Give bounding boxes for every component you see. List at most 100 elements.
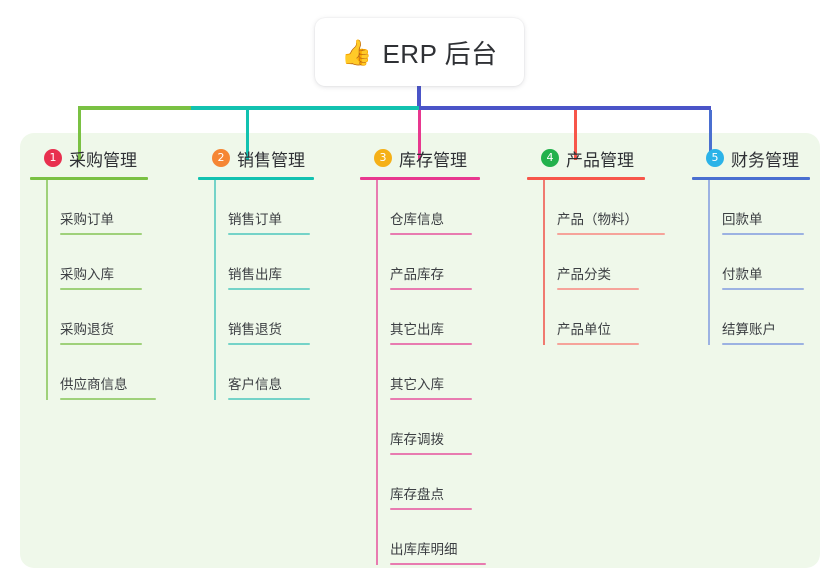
leaf-rule <box>390 453 472 455</box>
leaf-rule <box>228 233 310 235</box>
rail-blue <box>419 106 711 110</box>
leaf-rule <box>557 288 639 290</box>
leaf-label: 出库库明细 <box>390 542 458 557</box>
leaf-list-4: 产品（物料） 产品分类产品单位 <box>527 180 687 345</box>
leaf-rule <box>60 288 142 290</box>
leaf-rule <box>60 233 142 235</box>
leaf-item[interactable]: 库存调拨 <box>360 400 520 455</box>
leaf-item[interactable]: 销售订单 <box>198 180 358 235</box>
column-title-2: 销售管理 <box>237 150 305 170</box>
column-badge-4: 4 <box>541 149 559 167</box>
leaf-label: 库存盘点 <box>390 487 444 502</box>
leaf-item[interactable]: 产品库存 <box>360 235 520 290</box>
leaf-item[interactable]: 其它入库 <box>360 345 520 400</box>
leaf-label: 其它出库 <box>390 322 444 337</box>
leaf-list-2: 销售订单销售出库销售退货客户信息 <box>198 180 358 400</box>
column-badge-3: 3 <box>374 149 392 167</box>
leaf-spine-3 <box>376 180 378 565</box>
leaf-item[interactable]: 出库库明细 <box>360 510 520 565</box>
leaf-rule <box>722 288 804 290</box>
column-rule-1 <box>30 177 148 180</box>
leaf-item[interactable]: 其它出库 <box>360 290 520 345</box>
column-title-1: 采购管理 <box>69 150 137 170</box>
leaf-label: 付款单 <box>722 267 763 282</box>
leaf-label: 采购订单 <box>60 212 114 227</box>
leaf-rule <box>557 233 665 235</box>
root-stem-line <box>417 86 421 108</box>
column-badge-1: 1 <box>44 149 62 167</box>
leaf-rule <box>228 288 310 290</box>
leaf-label: 销售订单 <box>228 212 282 227</box>
leaf-item[interactable]: 供应商信息 <box>30 345 190 400</box>
column-4: 4 产品管理产品（物料） 产品分类产品单位 <box>527 146 687 345</box>
leaf-label: 采购入库 <box>60 267 114 282</box>
column-title-4: 产品管理 <box>566 150 634 170</box>
leaf-rule <box>60 398 156 400</box>
column-header-2[interactable]: 2 销售管理 <box>198 146 358 170</box>
leaf-label: 产品库存 <box>390 267 444 282</box>
column-header-4[interactable]: 4 产品管理 <box>527 146 687 170</box>
column-header-1[interactable]: 1 采购管理 <box>30 146 190 170</box>
leaf-label: 产品分类 <box>557 267 611 282</box>
leaf-spine-1 <box>46 180 48 400</box>
leaf-rule <box>228 343 310 345</box>
leaf-label: 结算账户 <box>722 322 776 337</box>
column-rule-2 <box>198 177 314 180</box>
leaf-label: 仓库信息 <box>390 212 444 227</box>
leaf-list-5: 回款单付款单结算账户 <box>692 180 839 345</box>
leaf-rule <box>60 343 142 345</box>
leaf-label: 客户信息 <box>228 377 282 392</box>
leaf-label: 销售出库 <box>228 267 282 282</box>
leaf-rule <box>228 398 310 400</box>
leaf-label: 销售退货 <box>228 322 282 337</box>
rail-green <box>78 106 191 110</box>
leaf-label: 产品（物料） <box>557 212 638 227</box>
leaf-spine-2 <box>214 180 216 400</box>
drop-col-2 <box>246 110 249 160</box>
column-badge-2: 2 <box>212 149 230 167</box>
leaf-item[interactable]: 产品分类 <box>527 235 687 290</box>
leaf-item[interactable]: 结算账户 <box>692 290 839 345</box>
leaf-item[interactable]: 客户信息 <box>198 345 358 400</box>
leaf-item[interactable]: 仓库信息 <box>360 180 520 235</box>
drop-col-3 <box>418 110 421 160</box>
leaf-spine-5 <box>708 180 710 345</box>
leaf-rule <box>390 398 472 400</box>
leaf-label: 库存调拨 <box>390 432 444 447</box>
leaf-item[interactable]: 采购退货 <box>30 290 190 345</box>
rail-teal <box>191 106 419 110</box>
content-board <box>20 133 820 568</box>
drop-col-5 <box>709 110 712 160</box>
root-node-card[interactable]: 👍 ERP 后台 <box>315 18 524 86</box>
leaf-list-3: 仓库信息产品库存其它出库其它入库库存调拨库存盘点出库库明细 <box>360 180 520 565</box>
column-rule-4 <box>527 177 645 180</box>
leaf-label: 供应商信息 <box>60 377 128 392</box>
leaf-item[interactable]: 库存盘点 <box>360 455 520 510</box>
leaf-item[interactable]: 产品单位 <box>527 290 687 345</box>
leaf-item[interactable]: 销售退货 <box>198 290 358 345</box>
leaf-label: 产品单位 <box>557 322 611 337</box>
leaf-item[interactable]: 销售出库 <box>198 235 358 290</box>
thumbs-up-icon: 👍 <box>341 37 373 67</box>
column-rule-5 <box>692 177 810 180</box>
drop-col-1 <box>78 110 81 160</box>
leaf-rule <box>722 233 804 235</box>
leaf-rule <box>390 343 472 345</box>
leaf-item[interactable]: 付款单 <box>692 235 839 290</box>
leaf-rule <box>722 343 804 345</box>
column-title-5: 财务管理 <box>731 150 799 170</box>
column-1: 1 采购管理采购订单采购入库采购退货供应商信息 <box>30 146 190 400</box>
leaf-item[interactable]: 产品（物料） <box>527 180 687 235</box>
leaf-item[interactable]: 采购订单 <box>30 180 190 235</box>
leaf-label: 其它入库 <box>390 377 444 392</box>
leaf-item[interactable]: 采购入库 <box>30 235 190 290</box>
column-rule-3 <box>360 177 480 180</box>
leaf-item[interactable]: 回款单 <box>692 180 839 235</box>
leaf-label: 回款单 <box>722 212 763 227</box>
leaf-list-1: 采购订单采购入库采购退货供应商信息 <box>30 180 190 400</box>
